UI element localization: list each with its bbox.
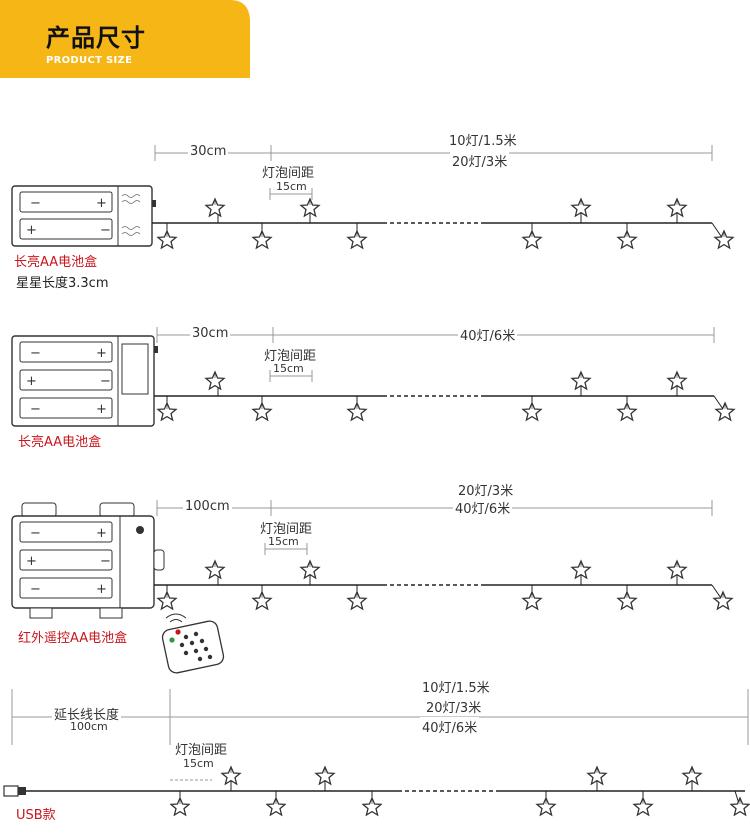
svg-text:+: +: [96, 346, 107, 361]
section-2-dimensions: [156, 327, 715, 382]
section-4-lead-length: 100cm: [68, 720, 110, 733]
svg-text:+: +: [96, 402, 107, 417]
section-2-battery-box: − + + − − +: [11, 335, 158, 427]
page-title: 产品尺寸: [46, 24, 146, 52]
page-subtitle: PRODUCT SIZE: [46, 55, 133, 66]
section-1-box-label: 长亮AA电池盒: [14, 255, 98, 270]
section-2-box-label: 长亮AA电池盒: [18, 435, 102, 450]
section-1-star-length: 星星长度3.3cm: [16, 276, 109, 291]
section-1-spacing-label: 灯泡间距: [262, 166, 315, 181]
section-1-wire: [152, 208, 724, 240]
svg-text:−: −: [100, 223, 111, 238]
section-3-count-1: 20灯/3米: [456, 480, 516, 499]
header-banner-shape: [0, 0, 250, 78]
section-4-lead-label: 延长线长度: [52, 704, 122, 723]
section-2-lead-length: 30cm: [190, 326, 231, 341]
section-1-battery-box: − + + −: [11, 185, 156, 247]
svg-text:+: +: [26, 223, 37, 238]
svg-text:−: −: [30, 196, 41, 211]
section-3-count-2: 40灯/6米: [453, 498, 513, 517]
section-3-spacing-label: 灯泡间距: [260, 522, 313, 537]
svg-text:−: −: [30, 346, 41, 361]
section-2-spacing-value: 15cm: [273, 362, 304, 375]
section-1-count-1: 10灯/1.5米: [447, 130, 519, 149]
section-4-count-2: 20灯/3米: [424, 697, 484, 716]
section-4-wire: [26, 776, 745, 808]
section-4-count-1: 10灯/1.5米: [420, 677, 492, 696]
section-4-dimensions: [11, 689, 749, 781]
section-1-count-2: 20灯/3米: [450, 151, 510, 170]
section-2-count-1: 40灯/6米: [458, 325, 518, 344]
section-3-battery-box: − + + − − +: [11, 502, 165, 619]
section-4-count-3: 40灯/6米: [420, 717, 480, 736]
svg-text:+: +: [96, 582, 107, 597]
svg-text:+: +: [96, 526, 107, 541]
section-3-spacing-value: 15cm: [268, 535, 299, 548]
svg-text:−: −: [100, 554, 111, 569]
section-3-dimensions: [156, 500, 713, 555]
section-4-spacing-label: 灯泡间距: [175, 743, 228, 758]
svg-text:−: −: [100, 374, 111, 389]
header-banner: 产品尺寸 PRODUCT SIZE: [0, 0, 250, 78]
svg-text:+: +: [96, 196, 107, 211]
section-3-wire: [154, 570, 724, 602]
section-1-lead-length: 30cm: [188, 144, 229, 159]
section-2-spacing-label: 灯泡间距: [264, 349, 317, 364]
svg-text:+: +: [26, 374, 37, 389]
section-4-box-label: USB款: [16, 808, 56, 823]
svg-text:+: +: [26, 554, 37, 569]
svg-text:−: −: [30, 582, 41, 597]
usb-plug-icon: [3, 785, 26, 797]
section-1-dimensions: [154, 145, 713, 200]
section-1-spacing-value: 15cm: [276, 180, 307, 193]
section-3-lead-length: 100cm: [183, 499, 232, 514]
section-3-box-label: 红外遥控AA电池盒: [18, 631, 128, 646]
svg-text:−: −: [30, 526, 41, 541]
section-2-wire: [154, 381, 726, 413]
svg-text:−: −: [30, 402, 41, 417]
remote-control-icon: [161, 613, 225, 674]
section-4-spacing-value: 15cm: [183, 757, 214, 770]
